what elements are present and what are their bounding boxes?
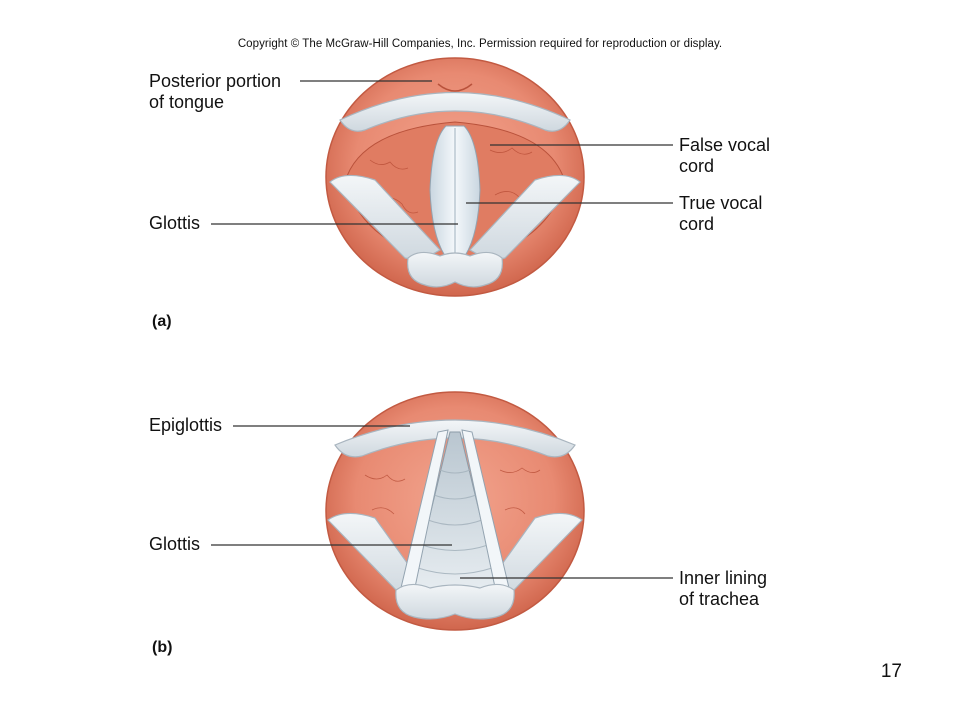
panel-label-b: (b) bbox=[152, 639, 173, 656]
label-false-vocal-cord-line1: False vocal bbox=[679, 135, 771, 155]
larynx-view-a bbox=[325, 57, 585, 297]
label-inner-lining-line2: of trachea bbox=[679, 589, 760, 609]
label-inner-lining-trachea: Inner lining of trachea bbox=[679, 568, 767, 610]
label-false-vocal-cord: False vocal cord bbox=[679, 135, 770, 177]
label-glottis-b: Glottis bbox=[149, 534, 201, 554]
label-posterior-tongue: Posterior portion of tongue bbox=[149, 71, 281, 113]
copyright-notice: Copyright © The McGraw-Hill Companies, I… bbox=[237, 38, 723, 50]
label-posterior-tongue-line2: of tongue bbox=[149, 92, 225, 112]
label-false-vocal-cord-line2: cord bbox=[679, 156, 715, 176]
label-epiglottis: Epiglottis bbox=[149, 415, 223, 435]
label-true-vocal-cord-line2: cord bbox=[679, 214, 715, 234]
label-inner-lining-line1: Inner lining bbox=[679, 568, 768, 588]
larynx-view-b bbox=[325, 391, 585, 631]
label-true-vocal-cord-line1: True vocal bbox=[679, 193, 763, 213]
leader-lines-a bbox=[211, 80, 673, 225]
label-true-vocal-cord: True vocal cord bbox=[679, 193, 762, 235]
label-posterior-tongue-line1: Posterior portion bbox=[149, 71, 282, 91]
label-glottis-a: Glottis bbox=[149, 213, 201, 233]
page-number: 17 bbox=[880, 661, 902, 682]
leader-lines-b bbox=[211, 425, 673, 579]
panel-label-a: (a) bbox=[152, 313, 172, 330]
